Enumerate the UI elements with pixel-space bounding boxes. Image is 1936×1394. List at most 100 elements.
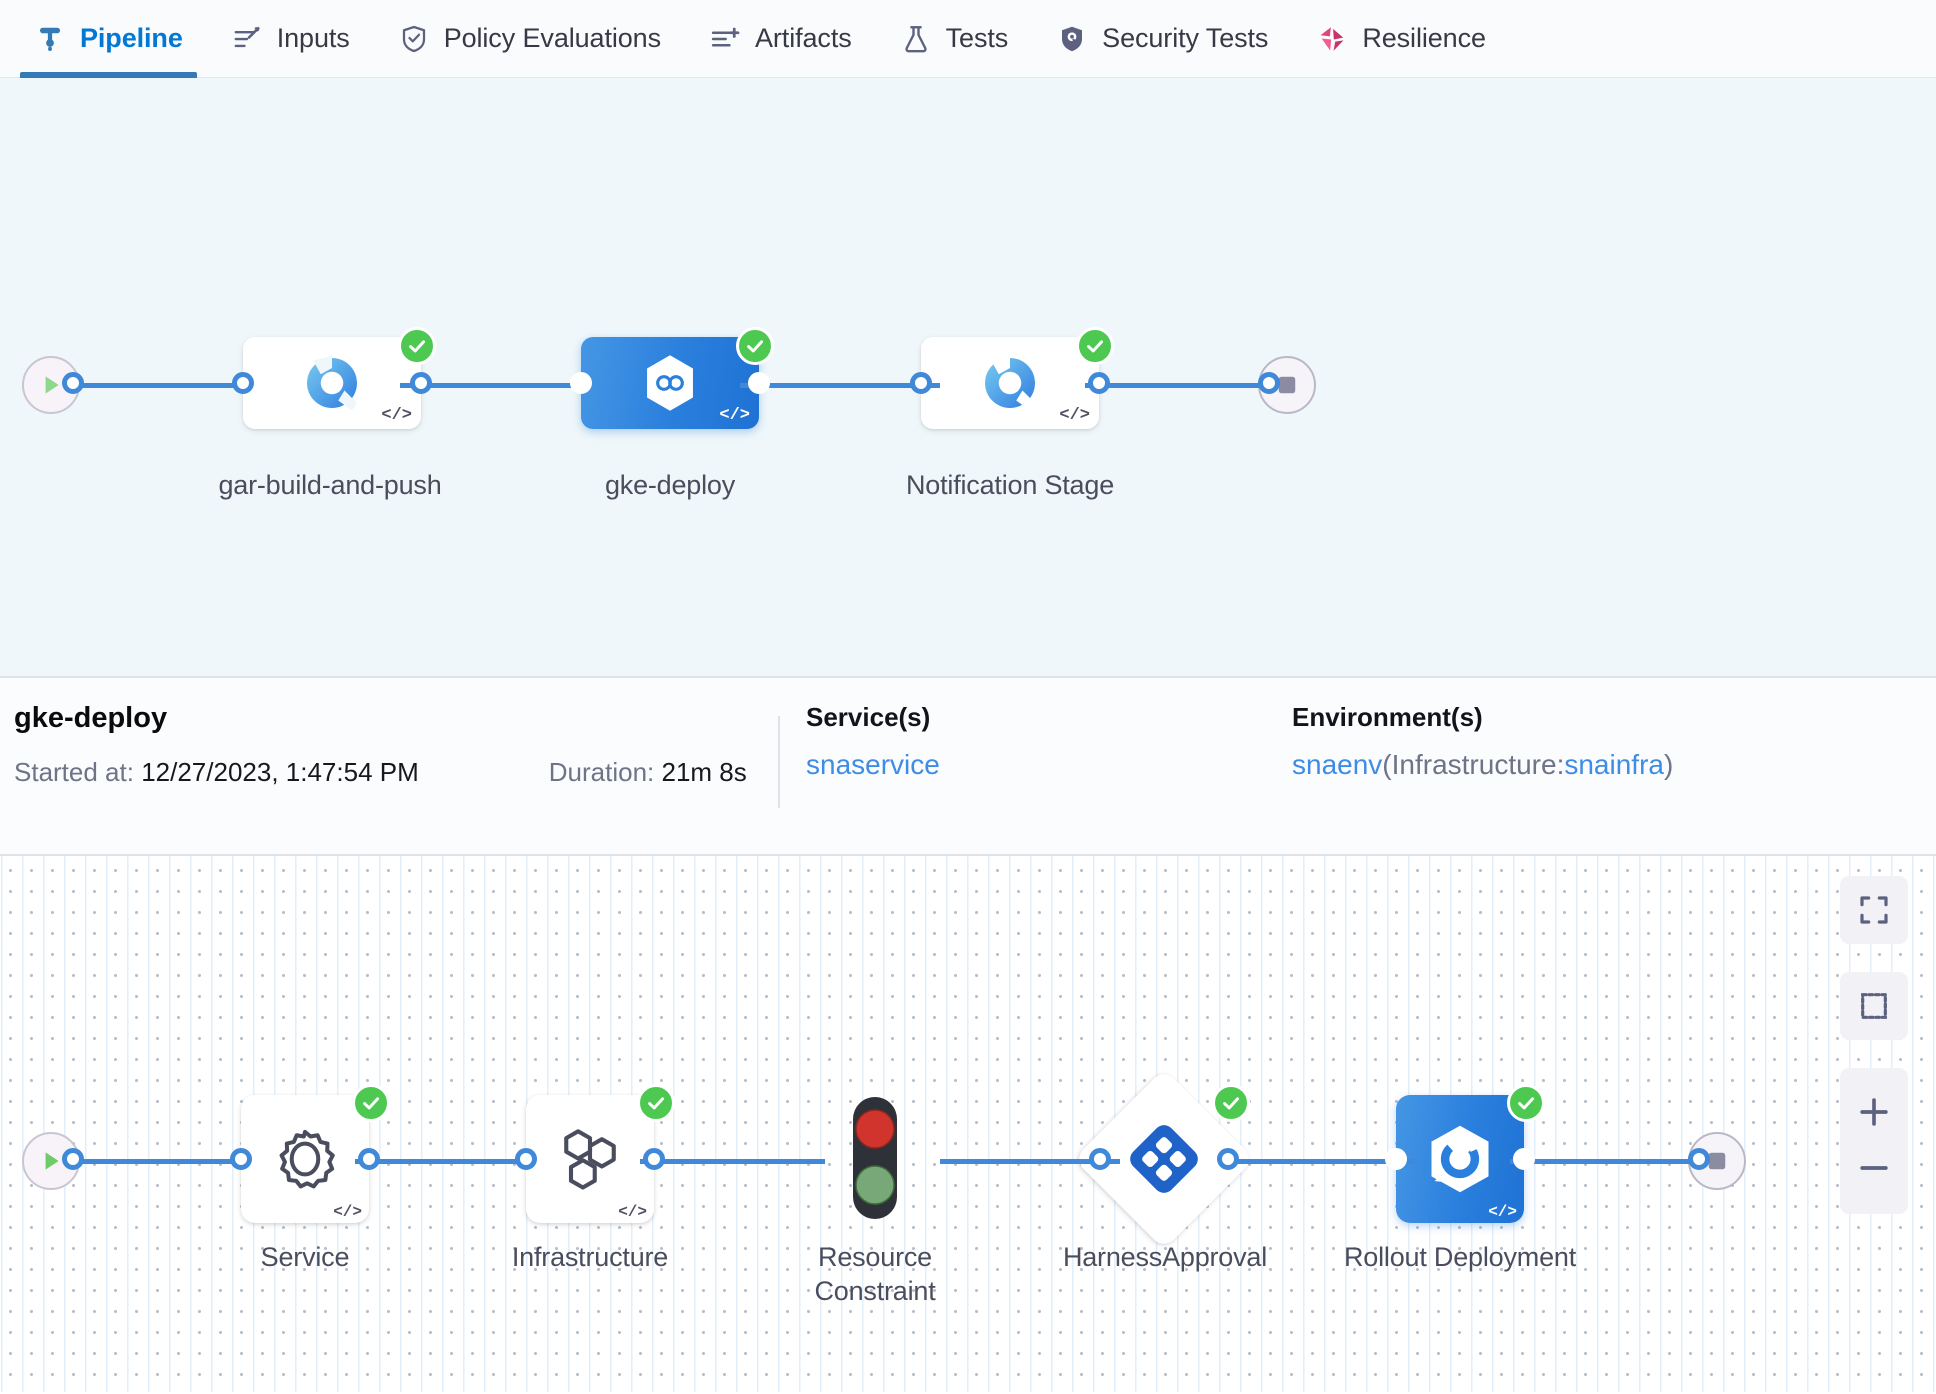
pipeline-execution-tabbar: Pipeline Inputs Policy Evaluations (0, 0, 1936, 78)
fit-screen-button[interactable] (1840, 876, 1908, 944)
infrastructure-out-port[interactable] (643, 1148, 665, 1170)
step-label-service: Service (260, 1242, 350, 1272)
tab-tests[interactable]: Tests (876, 0, 1033, 78)
stage-label-notification-stage: Notification Stage (905, 470, 1115, 500)
connector-start-to-stage1 (72, 383, 252, 388)
connector-infrastructure-to-resource-constraint (640, 1159, 825, 1164)
infrastructure-in-port[interactable] (515, 1148, 537, 1170)
hexagons-icon (564, 1129, 616, 1190)
stage-node-notification-stage[interactable]: </> (921, 337, 1099, 429)
play-icon (45, 376, 59, 394)
exec-start-out-port[interactable] (62, 1148, 84, 1170)
tab-artifacts[interactable]: Artifacts (685, 0, 876, 78)
ci-build-icon (985, 355, 1035, 411)
tab-inputs-label: Inputs (276, 23, 350, 53)
stage2-in-port[interactable] (570, 372, 592, 394)
tab-policy-evaluations-label: Policy Evaluations (443, 23, 661, 53)
connector-start-to-service (72, 1159, 250, 1164)
service-link-snaservice[interactable]: snaservice (806, 749, 940, 780)
step-status-success-harness-approval (1212, 1084, 1250, 1122)
flask-icon (900, 23, 932, 55)
tab-artifacts-label: Artifacts (755, 23, 852, 53)
fit-screen-icon (1860, 896, 1888, 924)
stage3-out-port[interactable] (1088, 372, 1110, 394)
services-header: Service(s) (806, 702, 931, 732)
step-node-service[interactable]: </> (241, 1095, 369, 1223)
connector-service-to-infrastructure (355, 1159, 535, 1164)
stage-status-success-gke-deploy (736, 327, 774, 365)
stage-code-badge[interactable]: </> (719, 406, 750, 425)
ci-build-icon (307, 355, 357, 411)
environment-link-snaenv[interactable]: snaenv (1292, 749, 1383, 780)
rollout-in-port[interactable] (1385, 1148, 1407, 1170)
gear-icon (279, 1129, 335, 1189)
pipeline-stage-canvas[interactable]: </> gar-build-and-push </> gke-deploy </ (0, 78, 1936, 678)
stage3-in-port[interactable] (910, 372, 932, 394)
step-status-success-rollout-deployment (1507, 1084, 1545, 1122)
stage-code-badge[interactable]: </> (1059, 406, 1090, 425)
zoom-in-button[interactable] (1840, 1084, 1908, 1140)
resilience-icon (1316, 23, 1348, 55)
stage-started-at-value: 12/27/2023, 1:47:54 PM (141, 757, 419, 787)
service-in-port[interactable] (230, 1148, 252, 1170)
infrastructure-link-snainfra[interactable]: snainfra (1564, 749, 1664, 780)
tab-resilience-label: Resilience (1362, 23, 1486, 53)
connector-approval-to-rollout (1235, 1159, 1415, 1164)
stage-node-gke-deploy[interactable]: </> (581, 337, 759, 429)
tab-inputs[interactable]: Inputs (207, 0, 374, 78)
play-icon (45, 1152, 59, 1170)
step-node-resource-constraint[interactable] (845, 1093, 905, 1228)
zoom-in-out-group (1840, 1068, 1908, 1214)
zoom-out-button[interactable] (1840, 1140, 1908, 1196)
step-label-infrastructure: Infrastructure (511, 1242, 669, 1272)
stage-label-gke-deploy: gke-deploy (604, 470, 736, 500)
traffic-light-icon (853, 1097, 897, 1219)
harness-approval-out-port[interactable] (1217, 1148, 1239, 1170)
stage-started-at: Started at: 12/27/2023, 1:47:54 PM (14, 757, 419, 788)
start-node-out-port[interactable] (62, 372, 84, 394)
stage-label-gar-build-and-push: gar-build-and-push (218, 470, 442, 500)
tab-resilience[interactable]: Resilience (1292, 0, 1510, 78)
approval-icon (1130, 1125, 1198, 1193)
environments-column: Environment(s) snaenv(Infrastructure:sna… (1292, 702, 1673, 781)
stage1-out-port[interactable] (410, 372, 432, 394)
stage-code-badge[interactable]: </> (381, 406, 412, 425)
tab-security-tests[interactable]: Security Tests (1032, 0, 1292, 78)
stage-duration-value: 21m 8s (661, 757, 747, 787)
cd-deploy-icon (647, 355, 693, 411)
step-code-badge[interactable]: </> (333, 1203, 362, 1221)
canvas-zoom-controls (1840, 876, 1908, 1214)
service-out-port[interactable] (358, 1148, 380, 1170)
artifacts-icon (709, 23, 741, 55)
pipeline-icon (34, 23, 66, 55)
tab-pipeline[interactable]: Pipeline (10, 0, 207, 78)
security-shield-icon (1056, 23, 1088, 55)
stop-icon (1708, 1152, 1726, 1170)
stage-detail-bar: gke-deploy Started at: 12/27/2023, 1:47:… (0, 678, 1936, 856)
step-node-infrastructure[interactable]: </> (526, 1095, 654, 1223)
exec-end-in-port[interactable] (1688, 1148, 1710, 1170)
connector-rollout-to-end (1510, 1159, 1700, 1164)
services-column: Service(s) snaservice (806, 702, 940, 781)
stage1-in-port[interactable] (232, 372, 254, 394)
stage-node-gar-build-and-push[interactable]: </> (243, 337, 421, 429)
tab-policy-evaluations[interactable]: Policy Evaluations (374, 0, 685, 78)
step-code-badge[interactable]: </> (1488, 1203, 1517, 1221)
step-execution-canvas[interactable]: </> Service </> Infrastructure Resource … (0, 856, 1936, 1392)
tab-tests-label: Tests (945, 23, 1009, 53)
stage-status-success-gar-build-and-push (398, 327, 436, 365)
tab-pipeline-label: Pipeline (80, 23, 183, 53)
stage2-out-port[interactable] (748, 372, 770, 394)
step-code-badge[interactable]: </> (618, 1203, 647, 1221)
step-node-harness-approval[interactable] (1100, 1095, 1228, 1223)
step-node-rollout-deployment[interactable]: </> (1396, 1095, 1524, 1223)
stage-started-at-label: Started at: (14, 757, 134, 787)
stage-status-success-notification-stage (1076, 327, 1114, 365)
tab-security-tests-label: Security Tests (1102, 23, 1269, 53)
connector-stage3-to-end (1085, 383, 1270, 388)
end-node-in-port[interactable] (1258, 372, 1280, 394)
harness-approval-in-port[interactable] (1089, 1148, 1111, 1170)
select-area-button[interactable] (1840, 972, 1908, 1040)
policy-shield-icon (398, 23, 430, 55)
rollout-out-port[interactable] (1513, 1148, 1535, 1170)
